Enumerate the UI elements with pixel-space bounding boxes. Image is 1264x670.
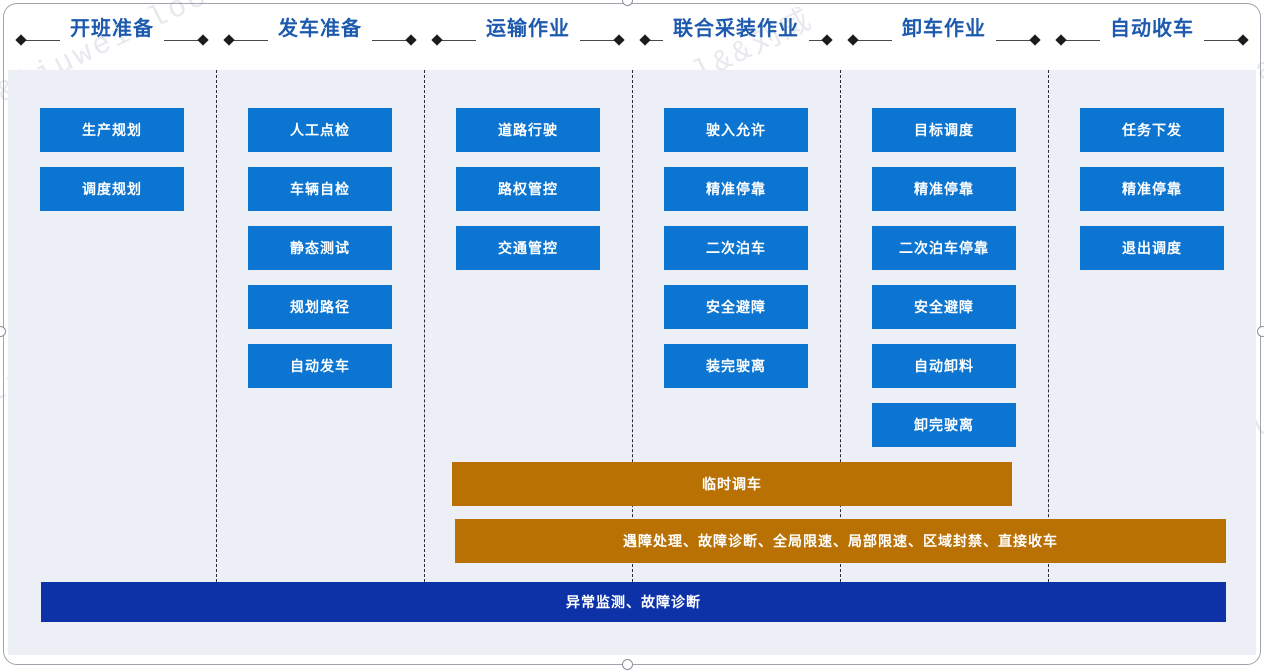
header-line [1065,39,1100,41]
header-line [857,39,892,41]
diamond-icon [197,34,209,46]
phase-header-auto-recall: 自动收车 [1048,8,1256,60]
phase-title: 联合采装作业 [673,17,799,40]
diamond-icon [223,34,235,46]
phase-title: 运输作业 [486,17,570,40]
column-loading: 驶入允许精准停靠二次泊车安全避障装完驶离 [632,70,840,582]
selection-handle-top[interactable] [622,0,633,6]
header-line [372,39,407,41]
task-box: 精准停靠 [664,167,808,211]
task-box: 规划路径 [248,285,392,329]
diamond-icon [847,34,859,46]
selection-handle-right[interactable] [1257,326,1264,337]
task-box: 精准停靠 [1080,167,1224,211]
task-box: 自动发车 [248,344,392,388]
header-line [1204,39,1239,41]
phase-header-departure-prep: 发车准备 [216,8,424,60]
column-departure-prep: 人工点检车辆自检静态测试规划路径自动发车 [216,70,424,582]
header-line [441,39,476,41]
task-box: 路权管控 [456,167,600,211]
phase-title: 发车准备 [278,17,362,40]
diamond-icon [821,34,833,46]
task-box: 人工点检 [248,108,392,152]
task-box: 道路行驶 [456,108,600,152]
selection-handle-left[interactable] [0,326,6,337]
column-unloading: 目标调度精准停靠二次泊车停靠安全避障自动卸料卸完驶离 [840,70,1048,582]
header-line [649,39,663,41]
phase-header-transport: 运输作业 [424,8,632,60]
task-box: 自动卸料 [872,344,1016,388]
diamond-icon [1029,34,1041,46]
column-auto-recall: 任务下发精准停靠退出调度 [1048,70,1256,582]
task-box: 二次泊车停靠 [872,226,1016,270]
header-line [164,39,199,41]
header-line [25,39,60,41]
diamond-icon [613,34,625,46]
diamond-icon [15,34,27,46]
header-line [809,39,823,41]
task-box: 安全避障 [872,285,1016,329]
task-box: 驶入允许 [664,108,808,152]
diamond-icon [1055,34,1067,46]
task-box: 安全避障 [664,285,808,329]
column-separator [424,70,425,582]
column-shift-prep: 生产规划调度规划 [8,70,216,582]
selection-handle-bottom[interactable] [622,659,633,670]
column-separator [216,70,217,582]
column-separator [1048,70,1049,582]
task-box: 静态测试 [248,226,392,270]
diamond-icon [1237,34,1249,46]
phase-header-row: 开班准备 发车准备 运输作业 联合采装作业 卸车作业 自动收车 [8,8,1256,60]
phase-title: 自动收车 [1110,17,1194,40]
phase-title: 卸车作业 [902,17,986,40]
anomaly-monitoring-bar: 异常监测、故障诊断 [41,582,1226,622]
header-line [233,39,268,41]
task-box: 装完驶离 [664,344,808,388]
task-box: 车辆自检 [248,167,392,211]
diamond-icon [639,34,651,46]
task-box: 目标调度 [872,108,1016,152]
task-box: 生产规划 [40,108,184,152]
phase-header-loading: 联合采装作业 [632,8,840,60]
phase-header-unloading: 卸车作业 [840,8,1048,60]
task-columns: 生产规划调度规划 人工点检车辆自检静态测试规划路径自动发车 道路行驶路权管控交通… [8,70,1256,582]
header-line [580,39,615,41]
diamond-icon [405,34,417,46]
exception-handling-bar: 遇障处理、故障诊断、全局限速、局部限速、区域封禁、直接收车 [455,519,1226,563]
task-box: 二次泊车 [664,226,808,270]
column-separator [632,70,633,582]
process-panel: 生产规划调度规划 人工点检车辆自检静态测试规划路径自动发车 道路行驶路权管控交通… [8,70,1256,655]
task-box: 调度规划 [40,167,184,211]
column-transport: 道路行驶路权管控交通管控 [424,70,632,582]
task-box: 退出调度 [1080,226,1224,270]
task-box: 交通管控 [456,226,600,270]
task-box: 精准停靠 [872,167,1016,211]
diamond-icon [431,34,443,46]
phase-title: 开班准备 [70,17,154,40]
task-box: 卸完驶离 [872,403,1016,447]
task-box: 任务下发 [1080,108,1224,152]
phase-header-shift-prep: 开班准备 [8,8,216,60]
header-line [996,39,1031,41]
temporary-dispatch-bar: 临时调车 [452,462,1012,506]
column-separator [840,70,841,582]
